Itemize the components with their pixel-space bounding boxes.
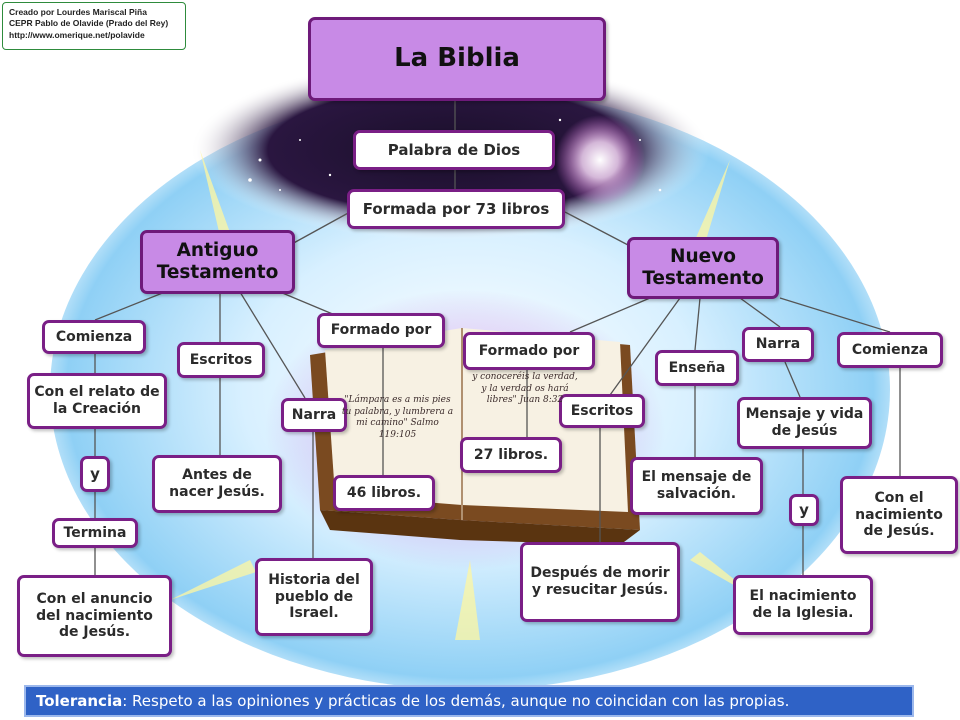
credit-box: Creado por Lourdes Mariscal Piña CEPR Pa… <box>2 2 186 50</box>
definition-text: : Respeto a las opiniones y prácticas de… <box>122 692 790 710</box>
node-at-46-libros: 46 libros. <box>333 475 435 511</box>
node-nuevo-testamento: Nuevo Testamento <box>627 237 779 299</box>
node-nt-y: y <box>789 494 819 526</box>
node-at-antes-nacer-jesus: Antes de nacer Jesús. <box>152 455 282 513</box>
definition-bar: Tolerancia: Respeto a las opiniones y pr… <box>24 685 914 717</box>
node-nt-narra: Narra <box>742 327 814 362</box>
credit-url: http://www.omerique.net/polavide <box>9 29 145 40</box>
node-nt-ensena: Enseña <box>655 350 739 386</box>
node-at-escritos: Escritos <box>177 342 265 378</box>
node-palabra-de-dios: Palabra de Dios <box>353 130 555 170</box>
node-nt-mensaje-vida-jesus: Mensaje y vida de Jesús <box>737 397 872 449</box>
credit-author: Creado por Lourdes Mariscal Piña <box>9 7 147 17</box>
title-node: La Biblia <box>308 17 606 101</box>
light-rays <box>170 150 760 640</box>
node-antiguo-testamento: Antiguo Testamento <box>140 230 295 294</box>
node-formada-73-libros: Formada por 73 libros <box>347 189 565 229</box>
book-quote-left: "Lámpara es a mis pies tu palabra, y lum… <box>341 395 454 441</box>
node-nt-27-libros: 27 libros. <box>460 437 562 473</box>
node-at-formado-por: Formado por <box>317 313 445 348</box>
node-at-termina: Termina <box>52 518 138 548</box>
node-nt-formado-por: Formado por <box>463 332 595 370</box>
credit-center: CEPR Pablo de Olavide (Prado del Rey) <box>9 18 169 29</box>
node-at-comienza: Comienza <box>42 320 146 354</box>
node-at-y: y <box>80 456 110 492</box>
bright-star <box>555 115 645 205</box>
node-at-relato-creacion: Con el relato de la Creación <box>27 373 167 429</box>
definition-term: Tolerancia <box>36 692 123 710</box>
node-at-narra: Narra <box>281 398 347 432</box>
node-at-anuncio-nacimiento: Con el anuncio del nacimiento de Jesús. <box>17 575 172 657</box>
connector-lines <box>94 100 901 575</box>
node-nt-despues-morir: Después de morir y resucitar Jesús. <box>520 542 680 622</box>
book-quote-right: y conoceréis la verdad, y la verdad os h… <box>472 372 578 406</box>
node-nt-mensaje-salvacion: El mensaje de salvación. <box>630 457 763 515</box>
node-nt-escritos: Escritos <box>559 394 645 428</box>
node-nt-nacimiento-iglesia: El nacimiento de la Iglesia. <box>733 575 873 635</box>
node-nt-nacimiento-jesus: Con el nacimiento de Jesús. <box>840 476 958 554</box>
node-nt-comienza: Comienza <box>837 332 943 368</box>
node-at-historia-israel: Historia del pueblo de Israel. <box>255 558 373 636</box>
book-icon <box>310 328 640 545</box>
